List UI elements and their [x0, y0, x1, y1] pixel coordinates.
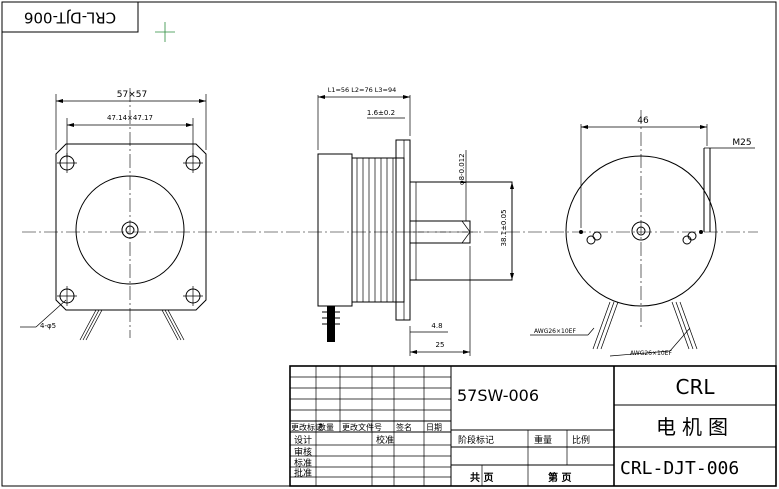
- mounting-hole-bl: [57, 286, 77, 306]
- rev-header-date: 日期: [426, 423, 442, 432]
- side-connector: [322, 306, 340, 342]
- corner-label-text: CRL-DJT-006: [24, 9, 116, 27]
- drawing-title: 电机图: [656, 415, 734, 439]
- rear-view: 46 M25 AWG26×10EF AWG26×10EF: [530, 110, 755, 357]
- scale-label: 比例: [572, 434, 590, 446]
- company-name: CRL: [675, 375, 715, 399]
- weight-label: 重量: [534, 434, 552, 446]
- rev-header-sign: 签名: [396, 422, 412, 432]
- front-view: 57×57 47.14×47.17 4-φ5: [20, 88, 207, 341]
- dim-flange-label: 1.6±0.2: [367, 109, 395, 117]
- label-proofread: 校准: [376, 434, 394, 446]
- rev-header-qty: 数量: [318, 422, 334, 432]
- wire-note-2: AWG26×10EF: [630, 350, 672, 357]
- model-number: 57SW-006: [457, 386, 539, 405]
- dim-lengths-label: L1=56 L2=76 L3=94: [328, 86, 397, 94]
- corner-label-box: CRL-DJT-006: [1, 1, 139, 33]
- rev-header-doc: 更改文件号: [342, 422, 382, 432]
- label-review: 审核: [294, 446, 312, 458]
- label-standard: 标准: [294, 457, 312, 469]
- dim-thread-label: M25: [732, 138, 751, 148]
- dim-width-label: 46: [637, 116, 649, 126]
- sheet-no-label: 第 页: [548, 471, 571, 484]
- hole-note-label: 4-φ5: [40, 322, 56, 330]
- stage-mark-label: 阶段标记: [458, 434, 494, 446]
- rear-threaded-stud: [703, 148, 711, 232]
- front-lead-wires: [79, 309, 185, 341]
- dim-outer-label: 57×57: [117, 90, 147, 100]
- rev-header-mark: 更改标记: [291, 422, 323, 432]
- dim-shaft-label: φ8-0.012: [458, 153, 466, 185]
- wire-note-1: AWG26×10EF: [534, 328, 576, 335]
- reference-crosshair: [155, 22, 175, 42]
- dim-holes-label: 47.14×47.17: [107, 114, 153, 122]
- label-approve: 批准: [294, 467, 312, 479]
- mounting-hole-br: [183, 286, 203, 306]
- title-block: 更改标记 数量 更改文件号 签名 日期 设计 审核 标准 批准 校准 57SW-…: [289, 365, 777, 487]
- rear-lead-wires: [592, 301, 698, 350]
- side-fins: [351, 157, 405, 303]
- dim-shaft-len-label: 25: [436, 341, 445, 349]
- total-sheets-label: 共 页: [470, 471, 493, 484]
- label-design: 设计: [294, 434, 312, 446]
- dim-step-label: 4.8: [431, 322, 442, 330]
- dim-pilot-label: 38.1±0.05: [500, 209, 508, 246]
- drawing-number: CRL-DJT-006: [620, 458, 739, 479]
- side-view: L1=56 L2=76 L3=94 1.6±0.2 φ8-0.012 38.1±…: [317, 86, 514, 356]
